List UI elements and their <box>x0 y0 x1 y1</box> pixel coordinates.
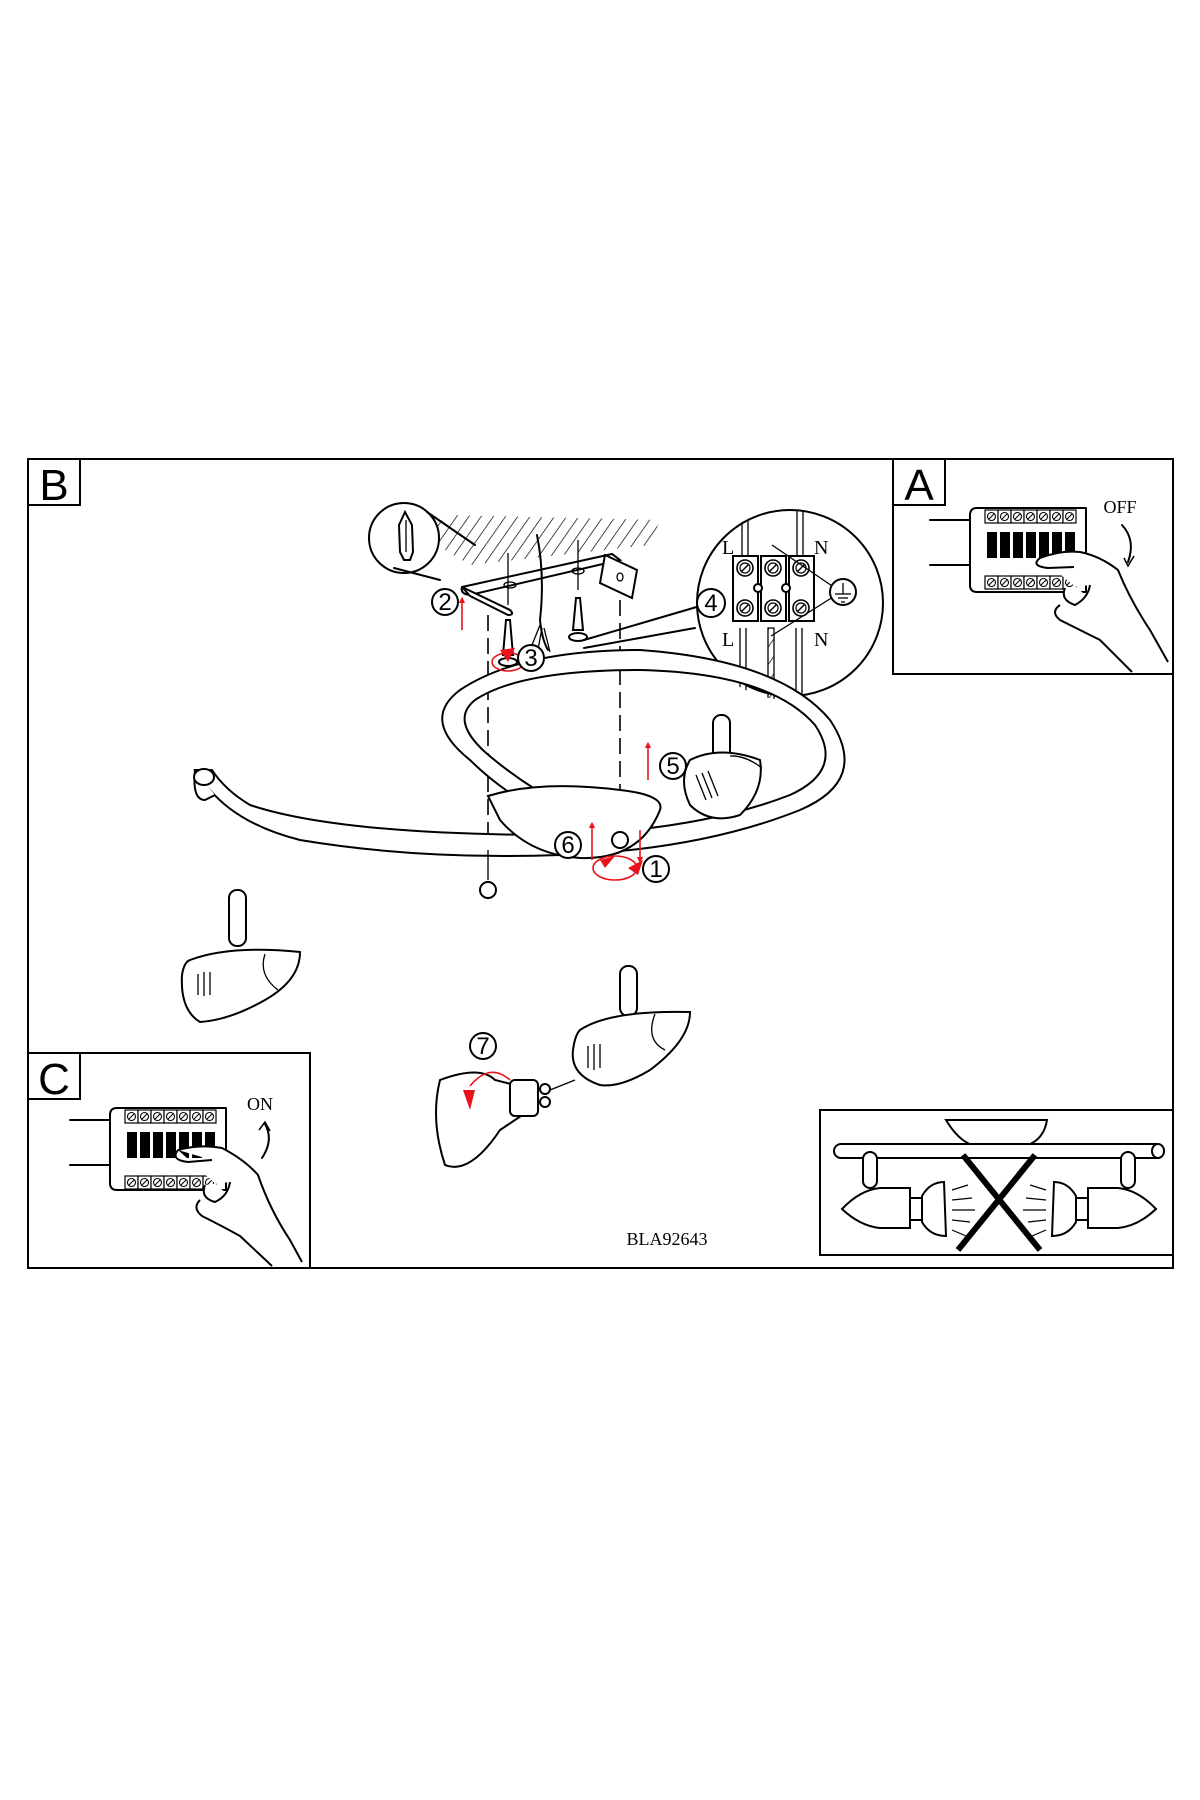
breaker-toggle-icon <box>140 1132 150 1158</box>
leader-line <box>583 627 696 649</box>
breaker-toggle-icon <box>166 1132 176 1158</box>
ceiling <box>420 515 660 565</box>
step-4-marker: 4 <box>696 588 726 618</box>
prohibited-cross-icon <box>955 1153 1043 1252</box>
wire-label-live-bottom: L <box>722 629 734 651</box>
spotlight-icon <box>180 889 302 1024</box>
wire-label-live-top: L <box>722 537 734 559</box>
off-arrow-icon <box>1121 524 1132 563</box>
breaker-toggle-icon <box>127 1132 137 1158</box>
wire-label-neutral-bottom: N <box>814 629 828 651</box>
step-5-marker: 5 <box>659 752 687 780</box>
svg-text:3: 3 <box>524 645 537 672</box>
step-markers: 1 2 3 4 5 6 7 <box>431 588 726 1060</box>
svg-text:7: 7 <box>476 1033 489 1060</box>
spotlight-icon <box>571 965 692 1087</box>
breaker-toggle-icon <box>1052 532 1062 558</box>
breaker-toggle-icon <box>192 1132 202 1158</box>
breaker-toggle-icon <box>1026 532 1036 558</box>
breaker-toggle-icon <box>179 1132 189 1158</box>
svg-text:2: 2 <box>438 589 451 616</box>
wiring-terminal-magnifier: L N L N <box>696 509 884 700</box>
spotlight-icon <box>683 714 763 820</box>
mounting-bracket <box>460 552 639 617</box>
step-7-marker: 7 <box>469 1032 497 1060</box>
leader-line <box>583 605 701 641</box>
breaker-toggle-icon <box>153 1132 163 1158</box>
panel-c-switch-on: C ON <box>27 1052 311 1269</box>
mains-cable <box>536 534 549 651</box>
hand-icon <box>174 1145 303 1267</box>
step-1-marker: 1 <box>642 855 670 883</box>
off-label: OFF <box>1103 497 1136 517</box>
svg-text:1: 1 <box>649 856 662 883</box>
light-rays-icon <box>951 1184 1047 1237</box>
svg-text:6: 6 <box>561 832 574 859</box>
wall-plug-icon <box>397 509 415 561</box>
off-arrow-head-icon <box>1123 555 1135 568</box>
breaker-toggle-icon <box>1065 532 1075 558</box>
hand-icon <box>1035 550 1169 673</box>
spotlight-icon <box>1050 1151 1158 1238</box>
breaker-toggle-icon <box>1000 532 1010 558</box>
on-label: ON <box>247 1094 273 1114</box>
panel-b-letter: B <box>39 461 68 510</box>
screw-icon <box>568 540 588 642</box>
step-6-marker: 6 <box>554 831 582 859</box>
breaker-toggle-icon <box>1013 532 1023 558</box>
spotlight-icon <box>840 1151 948 1238</box>
on-arrow-icon <box>261 1123 270 1159</box>
screw-icon <box>479 850 497 899</box>
wall-plug-magnifier <box>368 502 476 581</box>
panel-a-switch-off: A OFF <box>892 458 1174 675</box>
svg-text:5: 5 <box>666 753 679 780</box>
step-2-marker: 2 <box>431 588 459 616</box>
panel-c-letter: C <box>38 1055 70 1104</box>
breaker-toggle-icon <box>987 532 997 558</box>
breaker-toggle-icon <box>1039 532 1049 558</box>
model-code: BLA92643 <box>627 1229 708 1249</box>
breaker-toggle-icon <box>205 1132 215 1158</box>
step-3-marker: 3 <box>517 644 545 672</box>
warning-panel <box>819 1109 1174 1256</box>
svg-text:4: 4 <box>704 590 717 617</box>
outer-frame <box>27 458 1174 1269</box>
wire-label-neutral-top: N <box>814 537 828 559</box>
step-arrows <box>458 596 652 1110</box>
gu10-bulb-icon <box>435 1071 576 1168</box>
on-arrow-head-icon <box>258 1120 271 1132</box>
screw-icon <box>611 831 629 849</box>
breaker-box-icon <box>929 507 1087 593</box>
lamp-ring <box>193 648 846 857</box>
panel-a-letter: A <box>904 461 934 510</box>
breaker-box-icon <box>69 1107 227 1191</box>
panel-b-label: B <box>27 458 81 510</box>
